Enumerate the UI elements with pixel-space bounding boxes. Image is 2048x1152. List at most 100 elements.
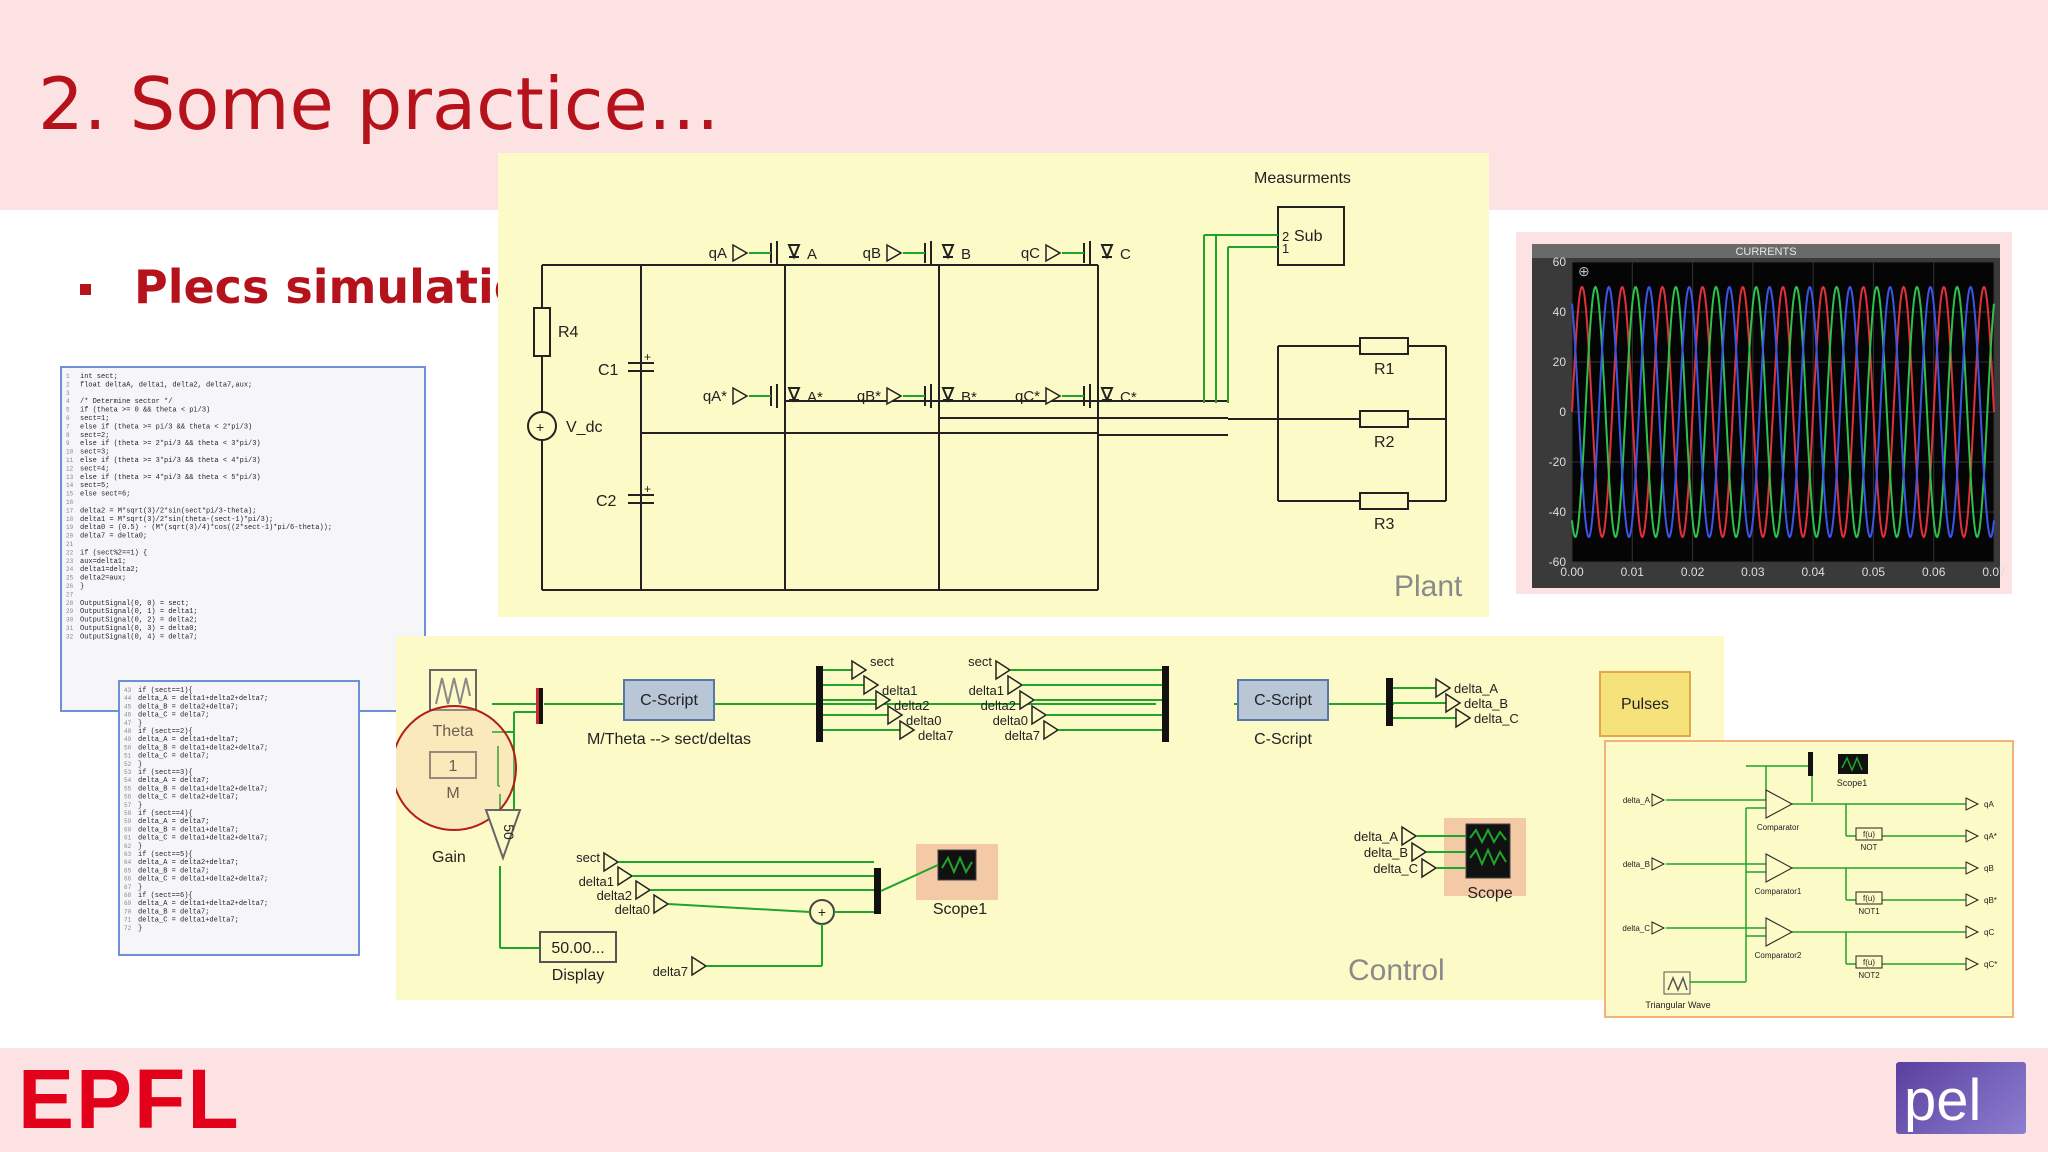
m-label: M	[446, 785, 459, 802]
goto-tag-icon[interactable]	[1445, 692, 1462, 714]
diode-icon	[787, 387, 801, 403]
code1-line: OutputSignal(0, 1) = delta1;	[80, 608, 198, 616]
from-tag-icon[interactable]	[653, 893, 670, 915]
code2-line: if (sect==6){	[138, 892, 193, 900]
pulse-output-port-icon[interactable]	[1965, 797, 1980, 811]
gate-input-icon[interactable]	[732, 243, 749, 263]
r4-label: R4	[558, 324, 579, 341]
display-value: 50.00...	[551, 940, 604, 957]
code1-line: else if (theta >= 4*pi/3 && theta < 5*pi…	[80, 474, 261, 482]
mux-bar-2	[1162, 666, 1169, 742]
cscript-block-1[interactable]	[623, 679, 715, 721]
comparator-icon[interactable]	[1765, 917, 1794, 947]
gain-value: 50	[501, 824, 517, 840]
not-block[interactable]	[1855, 891, 1883, 905]
pulse-input-port-icon[interactable]	[1651, 793, 1666, 807]
code2-line: if (sect==2){	[138, 728, 193, 736]
from-tag-icon[interactable]	[603, 851, 620, 873]
sub-port-2: 2	[1282, 229, 1289, 244]
signal-label: delta7	[918, 728, 953, 743]
triangular-wave-block[interactable]	[1663, 971, 1691, 995]
gate-input-icon[interactable]	[886, 243, 903, 263]
pulse-input-label: delta_A	[1623, 796, 1651, 805]
pulse-output-port-icon[interactable]	[1965, 893, 1980, 907]
goto-tag-icon[interactable]	[1455, 707, 1472, 729]
pulse-input-label: delta_C	[1622, 924, 1650, 933]
sawtooth-icon	[435, 677, 471, 705]
from-tag-icon[interactable]	[1421, 857, 1438, 879]
from-tag-icon[interactable]	[1411, 841, 1428, 863]
from-tag-icon[interactable]	[635, 879, 652, 901]
pulse-output-port-icon[interactable]	[1965, 957, 1980, 971]
comparator-label: Comparator2	[1755, 951, 1802, 960]
comparator-icon[interactable]	[1765, 853, 1794, 883]
pulse-output-port-icon[interactable]	[1965, 829, 1980, 843]
code2-line: delta_A = delta7;	[138, 818, 209, 826]
from-tag-icon[interactable]	[1019, 689, 1036, 711]
diode-icon	[1100, 387, 1114, 403]
scope-x-tick: 0.01	[1621, 565, 1645, 579]
m-block[interactable]	[429, 751, 477, 779]
not-block[interactable]	[1855, 827, 1883, 841]
code1-line: float deltaA, delta1, delta2, delta7,aux…	[80, 381, 252, 389]
goto-tag-icon[interactable]	[851, 659, 868, 681]
signal-wire	[667, 903, 811, 913]
mux-bar-scope1	[874, 868, 881, 914]
not-block[interactable]	[1855, 955, 1883, 969]
cscript-block-2[interactable]	[1237, 679, 1329, 721]
pulse-output-label: qB*	[1984, 896, 1997, 905]
sum-sign: +	[818, 904, 826, 920]
code2-line: delta_C = delta7;	[138, 712, 209, 720]
code2-line-number: 62	[124, 843, 132, 850]
from-tag-icon[interactable]	[1401, 825, 1418, 847]
scope-y-tick: 60	[1553, 255, 1567, 269]
triangular-wave-icon	[1667, 975, 1688, 992]
gain-block[interactable]	[484, 809, 522, 861]
code2-line: }	[138, 843, 142, 851]
bullet-text: Plecs simulation	[134, 260, 559, 314]
from-tag-icon[interactable]	[1007, 674, 1024, 696]
gate-input-icon[interactable]	[732, 386, 749, 406]
code1-line: delta0 = (0.5) - (M*(sqrt(3)/4)*cos((2*s…	[80, 524, 332, 532]
signal-label: sect	[576, 850, 600, 865]
goto-tag-icon[interactable]	[1435, 677, 1452, 699]
scope-cursor-icon[interactable]: ⊕	[1578, 263, 1590, 279]
gate-input-icon[interactable]	[1045, 243, 1062, 263]
pulse-scope-icon[interactable]	[1838, 754, 1868, 774]
comparator-icon[interactable]	[1765, 789, 1794, 819]
from-tag-icon[interactable]	[1031, 704, 1048, 726]
gate-input-icon[interactable]	[886, 386, 903, 406]
code2-line: }	[138, 925, 142, 933]
pulse-output-port-icon[interactable]	[1965, 861, 1980, 875]
code1-line: /* Determine sector */	[80, 398, 172, 406]
pulses-block[interactable]	[1599, 671, 1691, 737]
code1-line-number: 3	[66, 390, 70, 397]
pulse-output-port-icon[interactable]	[1965, 925, 1980, 939]
code2-line-number: 48	[124, 728, 132, 735]
from-tag-icon[interactable]	[995, 659, 1012, 681]
scope-x-tick: 0.02	[1681, 565, 1705, 579]
goto-tag-icon[interactable]	[899, 719, 916, 741]
code2-line-number: 53	[124, 769, 132, 776]
epfl-logo-text: EPFL	[18, 1066, 241, 1132]
display-block[interactable]	[539, 931, 617, 963]
code1-line-number: 25	[66, 575, 74, 582]
pulse-input-port-icon[interactable]	[1651, 857, 1666, 871]
code1-line: aux=delta1;	[80, 558, 126, 566]
code1-line-number: 7	[66, 423, 70, 430]
pulse-input-port-icon[interactable]	[1651, 921, 1666, 935]
goto-tag-icon[interactable]	[887, 704, 904, 726]
code1-line: sect=1;	[80, 415, 109, 423]
goto-tag-icon[interactable]	[863, 674, 880, 696]
goto-tag-icon[interactable]	[875, 689, 892, 711]
cscript-2-caption: C-Script	[1254, 731, 1312, 748]
from-tag-icon[interactable]	[617, 865, 634, 887]
scope-title: CURRENTS	[1735, 246, 1796, 258]
signal-label: delta_A	[1454, 681, 1498, 696]
from-tag-icon[interactable]	[1043, 719, 1060, 741]
gate-input-icon[interactable]	[1045, 386, 1062, 406]
signal-label: delta1	[969, 683, 1004, 698]
from-tag-icon[interactable]	[691, 955, 708, 977]
